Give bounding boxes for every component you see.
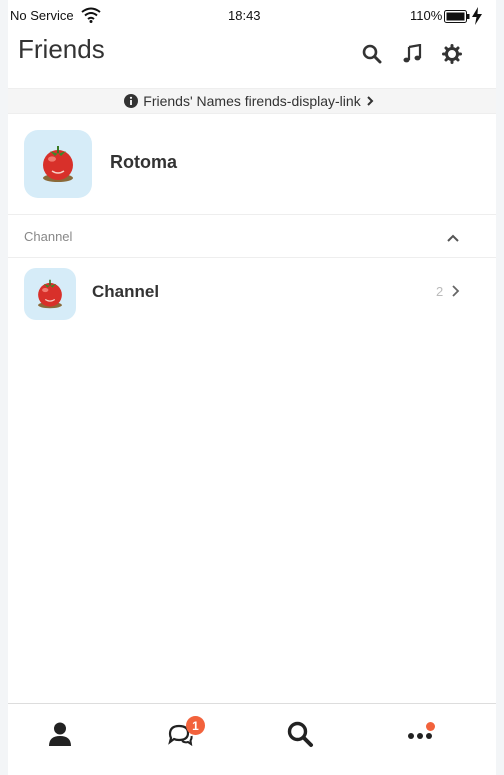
search-button[interactable] xyxy=(352,34,392,74)
tomato-avatar-icon xyxy=(24,268,76,320)
notice-text: Friends' Names firends-display-link xyxy=(143,93,361,109)
bottom-tab-bar: 1 xyxy=(8,703,496,765)
channel-group-header: Channel xyxy=(8,214,496,258)
profile-name: Rotoma xyxy=(110,152,177,172)
chevron-up-icon xyxy=(447,234,459,242)
charging-icon xyxy=(471,7,483,25)
list-item[interactable]: Channel 2 xyxy=(8,262,496,326)
channel-group-label: Channel xyxy=(24,229,73,244)
chat-bubbles-icon xyxy=(168,724,193,747)
music-note-icon xyxy=(403,44,422,63)
channel-count: 2 xyxy=(436,284,444,299)
search-icon xyxy=(287,721,313,747)
chevron-right-icon xyxy=(366,96,374,106)
person-icon xyxy=(49,722,71,746)
my-profile[interactable]: Rotoma xyxy=(8,114,496,210)
friends-names-notice[interactable]: Friends' Names firends-display-link xyxy=(8,88,496,114)
clock: 18:43 xyxy=(228,8,261,23)
app-header: Friends xyxy=(8,28,496,80)
tab-more[interactable] xyxy=(396,710,444,758)
info-icon xyxy=(124,94,139,108)
app-screen: No Service 18:43 110% Friends Friends' N… xyxy=(8,0,496,775)
music-button[interactable] xyxy=(392,34,432,74)
collapse-button[interactable] xyxy=(440,225,466,251)
tab-friends[interactable] xyxy=(36,710,84,758)
carrier-label: No Service xyxy=(10,8,74,23)
chevron-right-icon xyxy=(452,285,460,297)
tab-chats[interactable]: 1 xyxy=(156,710,205,758)
gear-icon xyxy=(442,44,462,64)
search-icon xyxy=(362,44,382,64)
tab-search[interactable] xyxy=(276,710,324,758)
settings-button[interactable] xyxy=(432,34,472,74)
tomato-avatar-icon xyxy=(24,130,92,198)
channel-name: Channel xyxy=(92,282,160,301)
notification-dot xyxy=(426,722,435,731)
status-bar: No Service 18:43 110% xyxy=(8,4,496,26)
wifi-icon xyxy=(80,6,102,24)
chat-unread-badge: 1 xyxy=(186,716,205,735)
battery-icon xyxy=(444,10,470,23)
battery-percent: 110% xyxy=(410,8,443,23)
more-dots-icon xyxy=(408,733,432,739)
page-title: Friends xyxy=(18,34,105,64)
